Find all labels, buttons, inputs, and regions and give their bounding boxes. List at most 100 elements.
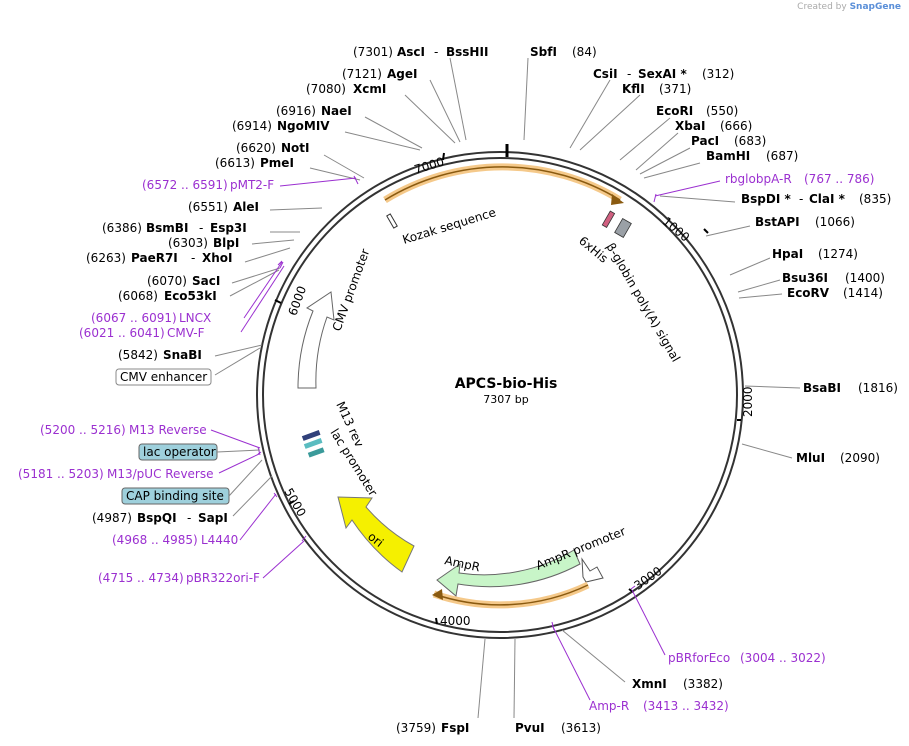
cap-site-label: CAP binding site [126, 489, 224, 503]
enzyme-label: (6916) [276, 104, 316, 118]
ampr-promoter-arrow [581, 557, 604, 583]
feature-label-kozak: Kozak sequence [401, 205, 498, 247]
primer-leaders [210, 175, 721, 701]
cmv-enhancer-box [115, 368, 212, 386]
enzyme-label: SacI [192, 274, 220, 288]
globin-polya-mark [614, 218, 632, 238]
feature-label-cmv-promoter: CMV promoter [330, 247, 373, 333]
enzyme-label: (6068) [118, 289, 158, 303]
enzyme-label: NgoMIV [277, 119, 330, 133]
enzyme-label: Eco53kI [164, 289, 217, 303]
primer-label: rbglobpA-R [725, 172, 792, 186]
orf-arrow-bottom [433, 584, 589, 606]
enzyme-sep: - [187, 511, 191, 525]
enzyme-label: (1816) [858, 381, 898, 395]
primer-label: LNCX [179, 311, 211, 325]
enzyme-label: (7080) [306, 82, 346, 96]
lac-operator-mark [303, 438, 323, 449]
enzyme-label: PaeR7I [131, 251, 178, 265]
enzyme-sep: - [199, 221, 203, 235]
enzyme-label: FspI [441, 721, 469, 735]
primer-label: (6067 .. 6091) [91, 311, 177, 325]
enzyme-leaders [214, 57, 801, 719]
enzyme-sep: - [799, 192, 803, 206]
cmv-promoter-arrow [297, 291, 335, 389]
enzyme-label: (84) [572, 45, 597, 59]
enzyme-label: (4987) [92, 511, 132, 525]
orf-arrow-top [384, 166, 621, 201]
enzyme-label: NotI [281, 141, 310, 155]
plasmid-length: 7307 bp [483, 393, 528, 406]
enzyme-label: XmnI [632, 677, 667, 691]
enzyme-label: (6620) [236, 141, 276, 155]
snapgene-credit: Created by SnapGene [797, 2, 901, 12]
primer-label: Amp-R [589, 699, 629, 713]
primer-label: (3004 .. 3022) [740, 651, 826, 665]
enzyme-label: (1400) [845, 271, 885, 285]
enzyme-label: BsmBI [146, 221, 188, 235]
enzyme-label: BamHI [706, 149, 750, 163]
primer-label: (4715 .. 4734) [98, 571, 184, 585]
enzyme-label: Esp3I [210, 221, 247, 235]
ori-arrow [337, 496, 415, 573]
primer-label: (6021 .. 6041) [79, 326, 165, 340]
enzyme-label: (550) [706, 104, 738, 118]
enzyme-label: (5842) [118, 348, 158, 362]
enzyme-label: (6070) [147, 274, 187, 288]
enzyme-label: XhoI [202, 251, 233, 265]
backbone-outer [256, 151, 744, 639]
primer-label: (3413 .. 3432) [643, 699, 729, 713]
primer-labels: (6572 .. 6591) pMT2-F rbglobpA-R (767 ..… [18, 172, 874, 713]
enzyme-label: PacI [691, 134, 719, 148]
enzyme-label: NaeI [321, 104, 352, 118]
primer-label: pBR322ori-F [186, 571, 260, 585]
enzyme-label: (683) [734, 134, 766, 148]
kozak-mark [386, 213, 398, 229]
tick-label-2000: 2000 [741, 386, 755, 417]
enzyme-sep: - [191, 251, 195, 265]
enzyme-label: (6613) [215, 156, 255, 170]
length-ticks [274, 152, 741, 625]
enzyme-label: XbaI [675, 119, 705, 133]
enzyme-label: XcmI [353, 82, 386, 96]
enzyme-label: BspDI * [741, 192, 791, 206]
enzyme-label: EcoRI [656, 104, 693, 118]
enzyme-label: (687) [766, 149, 798, 163]
tick-label-5000: 5000 [281, 486, 308, 519]
enzyme-label: (6551) [188, 200, 228, 214]
enzyme-label: BssHII [446, 45, 488, 59]
enzyme-label: SapI [198, 511, 228, 525]
enzyme-label: CsiI [593, 67, 618, 81]
feature-label-ampr-promoter: AmpR promoter [534, 524, 628, 573]
his-mark [601, 210, 616, 228]
enzyme-label: (6386) [102, 221, 142, 235]
enzyme-label: BsaBI [803, 381, 841, 395]
enzyme-label: (7301) [353, 45, 393, 59]
enzyme-sep: - [627, 67, 631, 81]
enzyme-label: MluI [796, 451, 825, 465]
enzyme-label: (6914) [232, 119, 272, 133]
lac-operator-label: lac operator [143, 445, 216, 459]
enzyme-label: AleI [233, 200, 259, 214]
enzyme-label: (7121) [342, 67, 382, 81]
primer-label: pMT2-F [230, 178, 274, 192]
primer-label: pBRforEco [668, 651, 730, 665]
enzyme-label: BspQI [137, 511, 177, 525]
tick-label-4000: 4000 [440, 614, 471, 628]
enzyme-label: SbfI [530, 45, 557, 59]
enzyme-label: ClaI * [809, 192, 846, 206]
box-leaders [216, 449, 263, 497]
backbone-inner [262, 157, 738, 633]
enzyme-label: PmeI [260, 156, 294, 170]
cap-mark [307, 447, 325, 458]
primer-label: (5181 .. 5203) [18, 467, 104, 481]
feature-label-globin-polya: β-globin poly(A) signal [603, 241, 683, 365]
primer-label: M13/pUC Reverse [107, 467, 214, 481]
enzyme-labels: (7301) AscI - BssHII SbfI (84) (7121) Ag… [86, 45, 898, 735]
enzyme-label: (3759) [396, 721, 436, 735]
enzyme-label: HpaI [772, 247, 803, 261]
primer-label: L4440 [201, 533, 238, 547]
enzyme-label: (3382) [683, 677, 723, 691]
enzyme-label: AscI [397, 45, 425, 59]
enzyme-label: (3613) [561, 721, 601, 735]
